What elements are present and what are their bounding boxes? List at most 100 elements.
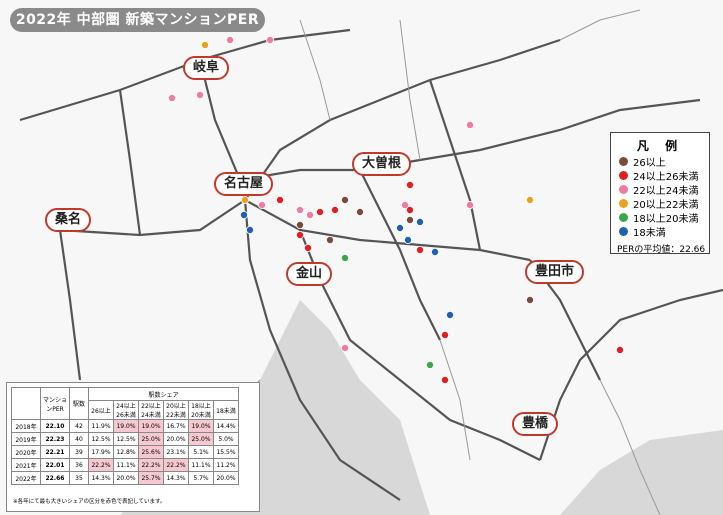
station-dot[interactable] bbox=[295, 220, 304, 229]
row-share: 5.1% bbox=[188, 445, 214, 459]
station-dot[interactable] bbox=[295, 205, 304, 214]
band-header: 26以上 bbox=[88, 400, 114, 420]
legend-dot-icon bbox=[619, 184, 628, 194]
station-dot[interactable] bbox=[405, 180, 414, 189]
station-dot[interactable] bbox=[445, 310, 454, 319]
station-dot[interactable] bbox=[325, 235, 334, 244]
col-header-per: マンションPER bbox=[40, 387, 70, 420]
row-share: 25.7% bbox=[138, 471, 164, 485]
row-year: 2021年 bbox=[11, 458, 41, 472]
station-dot[interactable] bbox=[239, 210, 248, 219]
station-dot[interactable] bbox=[303, 243, 312, 252]
row-stations: 40 bbox=[69, 432, 89, 446]
row-share: 20.0% bbox=[163, 432, 189, 446]
row-share: 12.8% bbox=[113, 445, 139, 459]
row-share: 11.1% bbox=[188, 458, 214, 472]
city-label-kanayama: 金山 bbox=[286, 262, 333, 286]
row-per: 22.21 bbox=[40, 445, 70, 459]
band-header: 18未満 bbox=[213, 400, 239, 420]
row-stations: 35 bbox=[69, 471, 89, 485]
station-dot[interactable] bbox=[200, 41, 209, 50]
station-dot[interactable] bbox=[403, 235, 412, 244]
legend-item: 18以上20未満 bbox=[619, 210, 709, 225]
legend-item-label: 24以上26未満 bbox=[633, 171, 699, 183]
band-header: 22以上24未満 bbox=[138, 400, 164, 420]
city-label-ozone: 大曽根 bbox=[352, 152, 412, 176]
row-share: 11.2% bbox=[213, 458, 239, 472]
table-note: ※各年にて最も大きいシェアの区分を赤色で表記しています。 bbox=[13, 499, 166, 505]
station-dot[interactable] bbox=[295, 230, 304, 239]
station-dot[interactable] bbox=[405, 215, 414, 224]
legend-item-label: 26以上 bbox=[633, 157, 666, 169]
station-dot[interactable] bbox=[257, 200, 266, 209]
row-year: 2020年 bbox=[11, 445, 41, 459]
legend-item: 22以上24未満 bbox=[619, 182, 709, 197]
legend-item: 24以上26未満 bbox=[619, 168, 709, 183]
station-dot[interactable] bbox=[275, 195, 284, 204]
station-dot[interactable] bbox=[167, 94, 176, 103]
station-dot[interactable] bbox=[395, 223, 404, 232]
row-share: 12.5% bbox=[88, 432, 114, 446]
row-share: 17.9% bbox=[88, 445, 114, 459]
band-header: 24以上26未満 bbox=[113, 400, 139, 420]
station-dot[interactable] bbox=[415, 245, 424, 254]
station-dot[interactable] bbox=[330, 205, 339, 214]
station-dot[interactable] bbox=[465, 121, 474, 130]
station-dot[interactable] bbox=[430, 247, 439, 256]
station-dot[interactable] bbox=[400, 200, 409, 209]
station-dot[interactable] bbox=[225, 36, 234, 45]
row-year: 2019年 bbox=[11, 432, 41, 446]
row-stations: 36 bbox=[69, 458, 89, 472]
station-dot[interactable] bbox=[465, 200, 474, 209]
station-dot[interactable] bbox=[440, 375, 449, 384]
row-share: 19.0% bbox=[188, 419, 214, 433]
row-share: 22.2% bbox=[88, 458, 114, 472]
station-dot[interactable] bbox=[265, 36, 274, 45]
station-dot[interactable] bbox=[305, 210, 314, 219]
station-dot[interactable] bbox=[616, 345, 625, 354]
row-share: 25.0% bbox=[138, 432, 164, 446]
station-dot[interactable] bbox=[526, 295, 535, 304]
station-dot[interactable] bbox=[340, 343, 349, 352]
rail-lines bbox=[19, 28, 723, 501]
station-dot[interactable] bbox=[315, 207, 324, 216]
station-dot[interactable] bbox=[355, 207, 364, 216]
row-share: 20.0% bbox=[213, 471, 239, 485]
legend-item-label: 22以上24未満 bbox=[633, 185, 699, 197]
row-share: 11.1% bbox=[113, 458, 139, 472]
station-dot[interactable] bbox=[340, 195, 349, 204]
row-share: 11.9% bbox=[88, 419, 114, 433]
city-label-kuwana: 桑名 bbox=[45, 208, 92, 232]
legend-title: 凡 例 bbox=[636, 139, 684, 153]
station-dot[interactable] bbox=[405, 205, 414, 214]
row-share: 23.1% bbox=[163, 445, 189, 459]
legend-item-label: 20以上22未満 bbox=[633, 199, 699, 211]
station-dot[interactable] bbox=[526, 195, 535, 204]
col-header-share: 駅数シェア bbox=[88, 387, 239, 401]
row-share: 19.0% bbox=[113, 419, 139, 433]
corner-cell bbox=[11, 387, 41, 420]
legend-item: 18未満 bbox=[619, 224, 709, 239]
city-label-toyohashi: 豊橋 bbox=[512, 412, 559, 436]
station-dot[interactable] bbox=[425, 360, 434, 369]
legend-dot-icon bbox=[619, 198, 628, 208]
station-dot[interactable] bbox=[240, 195, 249, 204]
row-per: 22.01 bbox=[40, 458, 70, 472]
row-per: 22.23 bbox=[40, 432, 70, 446]
col-header-stations: 駅数 bbox=[69, 387, 89, 420]
station-dot[interactable] bbox=[245, 225, 254, 234]
station-dot[interactable] bbox=[340, 253, 349, 262]
station-dot[interactable] bbox=[195, 91, 204, 100]
row-share: 22.2% bbox=[138, 458, 164, 472]
legend-item: 20以上22未満 bbox=[619, 196, 709, 211]
city-label-toyota: 豊田市 bbox=[525, 260, 585, 284]
station-dot[interactable] bbox=[440, 330, 449, 339]
station-dot[interactable] bbox=[415, 217, 424, 226]
